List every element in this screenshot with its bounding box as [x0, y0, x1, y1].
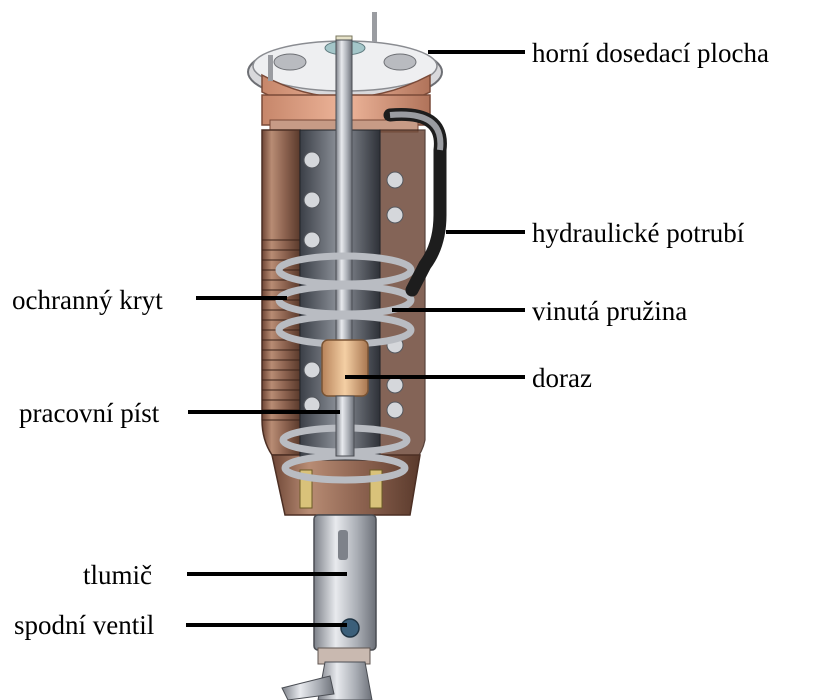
- label-hydraulic-line: hydraulické potrubí: [532, 220, 744, 247]
- label-top-mount: horní dosedací plocha: [532, 40, 769, 67]
- label-bump-stop: doraz: [532, 365, 592, 392]
- label-protective-cover: ochranný kryt: [12, 287, 163, 314]
- bottom-mount: [282, 648, 372, 700]
- label-working-piston: pracovní píst: [19, 400, 159, 427]
- working-piston: [336, 396, 354, 456]
- label-coil-spring: vinutá pružina: [532, 298, 687, 325]
- damper-tube: [314, 515, 376, 650]
- label-damper: tlumič: [83, 562, 152, 589]
- bump-stop: [322, 340, 368, 396]
- label-bottom-valve: spodní ventil: [14, 612, 154, 639]
